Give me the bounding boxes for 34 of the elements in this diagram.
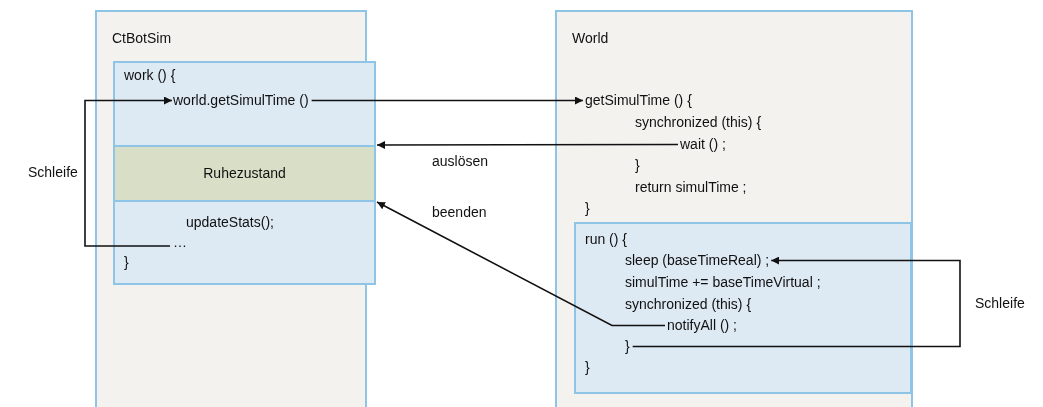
loop-arrow: [631, 256, 961, 348]
code-block: [574, 222, 912, 394]
code-line: }: [124, 254, 129, 271]
code-line: …: [173, 234, 187, 251]
loop-arrow: [84, 96, 173, 247]
code-line: }: [625, 338, 630, 355]
state-band: [113, 145, 376, 202]
code-line: }: [585, 359, 590, 376]
code-line: synchronized (this) {: [625, 296, 752, 313]
panel-title: World: [572, 30, 609, 47]
arrow: [376, 201, 666, 327]
code-line: sleep (baseTimeReal) ;: [625, 252, 770, 269]
edge-label: auslösen: [432, 153, 489, 170]
code-line: }: [585, 200, 590, 217]
code-line: notifyAll () ;: [667, 317, 737, 334]
code-line: wait () ;: [680, 136, 726, 153]
code-line: }: [635, 157, 640, 174]
arrow: [376, 141, 679, 149]
code-line: updateStats();: [186, 214, 274, 231]
code-line: work () {: [124, 67, 176, 84]
class-panel: [555, 10, 913, 407]
edge-label: Schleife: [975, 295, 1025, 312]
code-line: return simulTime ;: [635, 179, 747, 196]
code-line: getSimulTime () {: [585, 92, 692, 109]
edge-label: beenden: [432, 204, 487, 221]
panel-title: CtBotSim: [112, 30, 172, 47]
code-line: run () {: [585, 231, 627, 248]
state-label: Ruhezustand: [202, 164, 287, 182]
code-block: [113, 61, 376, 285]
code-line: world.getSimulTime (): [173, 92, 309, 109]
code-line: simulTime += baseTimeVirtual ;: [625, 274, 821, 291]
code-line: synchronized (this) {: [635, 114, 762, 131]
arrow: [310, 96, 584, 105]
edge-label: Schleife: [28, 164, 78, 181]
